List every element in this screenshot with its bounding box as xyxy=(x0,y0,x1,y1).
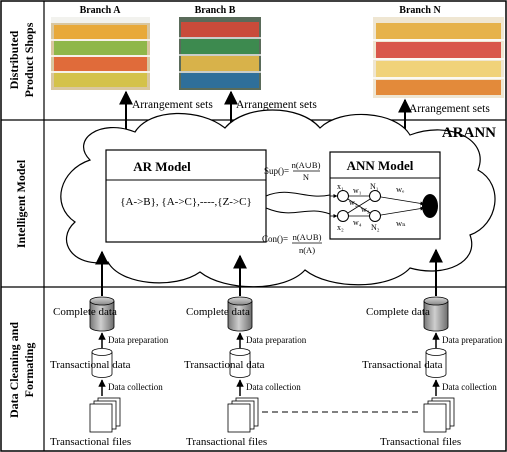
ann-label-w4: w₄ xyxy=(353,218,362,227)
ann-edge-x2-n1 xyxy=(342,195,376,217)
con-numerator: n(A∪B) xyxy=(293,232,322,242)
ann-output-node xyxy=(422,194,438,218)
arrangement-label-n: Arrangement sets xyxy=(409,103,490,115)
complete-data-cylinder-top xyxy=(227,296,253,306)
transactional-files-label: Transactional files xyxy=(380,436,461,448)
branch-a-shop-image xyxy=(51,17,150,90)
data-preparation-label: Data preparation xyxy=(108,335,169,345)
file-icon-front xyxy=(89,403,113,433)
ann-edge-n1-out xyxy=(374,195,425,206)
ann-model-title: ANN Model xyxy=(347,158,414,173)
pipeline-n: Complete data Data preparation Transacti… xyxy=(362,296,503,448)
branch-n-shop-image xyxy=(373,17,504,98)
complete-data-label: Complete data xyxy=(186,306,250,318)
transactional-data-label: Transactional data xyxy=(50,359,131,371)
arann-label: ARANN xyxy=(442,125,496,141)
ann-node-n2 xyxy=(369,210,381,222)
pipeline-b: Complete data Data preparation Transacti… xyxy=(184,296,307,448)
section-label-shops-line1: Distributed xyxy=(7,30,21,89)
ann-node-x1 xyxy=(337,190,349,202)
sup-numerator: n(A∪B) xyxy=(292,160,321,170)
file-icon-front xyxy=(227,403,251,433)
transactional-data-cylinder-top xyxy=(229,348,251,356)
transactional-data-cylinder-body xyxy=(229,352,251,378)
sup-denominator: N xyxy=(303,172,309,182)
ann-network: x₁ x₂ N₁ N₂ w₁ w₂ w₃ w₄ wₑ wₙ xyxy=(330,182,438,232)
transactional-data-cylinder-body xyxy=(91,352,113,378)
ann-node-n1 xyxy=(369,190,381,202)
ann-label-n2: N₂ xyxy=(371,223,380,232)
section-label-cleaning-line2: Formating xyxy=(22,343,36,398)
branch-b-label: Branch B xyxy=(195,5,236,16)
complete-data-label: Complete data xyxy=(366,306,430,318)
complete-data-cylinder-top xyxy=(89,296,115,306)
arrangement-label-a: Arrangement sets xyxy=(132,99,213,111)
branch-b-shop-image xyxy=(179,17,261,90)
arrangement-label-b: Arrangement sets xyxy=(236,99,317,111)
complete-data-cylinder-body xyxy=(227,301,253,332)
section-label-shops-line2: Product Shops xyxy=(22,22,36,97)
data-collection-label: Data collection xyxy=(246,382,301,392)
pipeline-a: Complete data Data preparation Transacti… xyxy=(50,296,169,448)
transactional-files-label: Transactional files xyxy=(50,436,131,448)
ann-label-wn: wₙ xyxy=(396,218,406,228)
transactional-files-label: Transactional files xyxy=(186,436,267,448)
ann-label-w1: w₁ xyxy=(353,186,362,195)
ann-label-n1: N₁ xyxy=(370,182,379,191)
ar-model-title: AR Model xyxy=(133,159,191,174)
complete-data-label: Complete data xyxy=(53,306,117,318)
ann-label-x2: x₂ xyxy=(337,223,344,232)
ann-node-x2 xyxy=(337,210,349,222)
transactional-data-label: Transactional data xyxy=(362,359,443,371)
ar-to-ann-curve-bottom xyxy=(265,207,331,215)
complete-data-cylinder-body xyxy=(89,301,115,332)
ann-edge-n2-out xyxy=(374,206,425,217)
file-icon-front xyxy=(423,403,447,433)
transactional-data-cylinder-top xyxy=(91,348,113,356)
section-label-model: Intelligent Model xyxy=(14,159,28,248)
complete-data-cylinder-body xyxy=(423,301,449,332)
branch-a-label: Branch A xyxy=(80,5,122,16)
data-preparation-label: Data preparation xyxy=(442,335,503,345)
ar-to-ann-curve-top xyxy=(265,191,331,197)
ar-model-rules: {A->B}, {A->C},----,{Z->C} xyxy=(120,196,252,208)
data-collection-label: Data collection xyxy=(108,382,163,392)
sup-prefix: Sup()= xyxy=(264,166,289,176)
transactional-data-label: Transactional data xyxy=(184,359,265,371)
con-prefix: Con()= xyxy=(262,234,288,244)
section-label-cleaning-line1: Data Cleaning and xyxy=(7,322,21,418)
ann-label-we: wₑ xyxy=(396,184,405,194)
transactional-data-cylinder-body xyxy=(425,352,447,378)
data-preparation-label: Data preparation xyxy=(246,335,307,345)
data-collection-label: Data collection xyxy=(442,382,497,392)
ann-label-x1: x₁ xyxy=(337,182,344,191)
ann-label-w2: w₂ xyxy=(349,198,358,207)
transactional-data-cylinder-top xyxy=(425,348,447,356)
ar-model-box xyxy=(105,149,267,243)
con-denominator: n(A) xyxy=(299,245,315,255)
branch-n-label: Branch N xyxy=(399,5,441,16)
complete-data-cylinder-top xyxy=(423,296,449,306)
ann-label-w3: w₃ xyxy=(361,205,370,214)
